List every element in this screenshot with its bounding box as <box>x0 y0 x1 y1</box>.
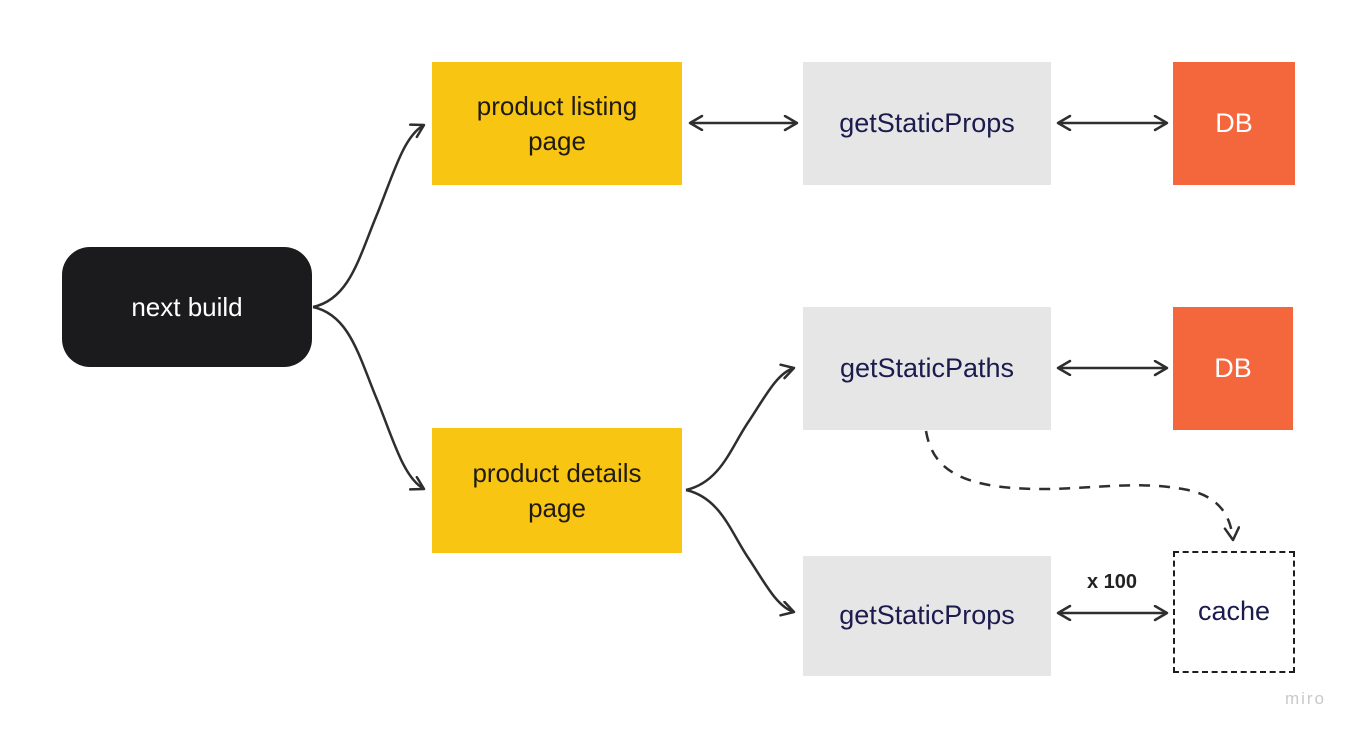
node-db-top: DB <box>1173 62 1295 185</box>
edge-label-x100: x 100 <box>1086 571 1138 593</box>
node-product-details-page-label: product details page <box>472 458 642 523</box>
node-get-static-props-bottom: getStaticProps <box>803 556 1051 676</box>
node-product-details-page: product details page <box>432 428 682 553</box>
node-next-build-label: next build <box>131 291 243 322</box>
node-product-listing-page-label: product listing page <box>476 91 638 156</box>
node-db-mid-label: DB <box>1214 352 1252 383</box>
miro-watermark: miro <box>1284 689 1326 708</box>
edge-nextbuild-to-details <box>312 305 424 489</box>
node-cache-label: cache <box>1197 596 1271 627</box>
node-product-listing-page: product listing page <box>432 62 682 185</box>
node-db-top-label: DB <box>1215 107 1253 138</box>
edge-details-to-paths <box>685 368 794 492</box>
node-next-build: next build <box>62 247 312 367</box>
node-get-static-paths-label: getStaticPaths <box>839 352 1015 383</box>
node-get-static-props-bottom-label: getStaticProps <box>839 600 1015 631</box>
edge-paths-to-cache-dashed <box>924 430 1233 540</box>
node-db-mid: DB <box>1173 307 1293 430</box>
node-get-static-props-top-label: getStaticProps <box>839 107 1015 138</box>
edge-details-to-propsbottom <box>685 488 794 612</box>
node-cache: cache <box>1173 551 1295 673</box>
node-get-static-props-top: getStaticProps <box>803 62 1051 185</box>
node-get-static-paths: getStaticPaths <box>803 307 1051 430</box>
edge-nextbuild-to-listing <box>312 125 424 309</box>
